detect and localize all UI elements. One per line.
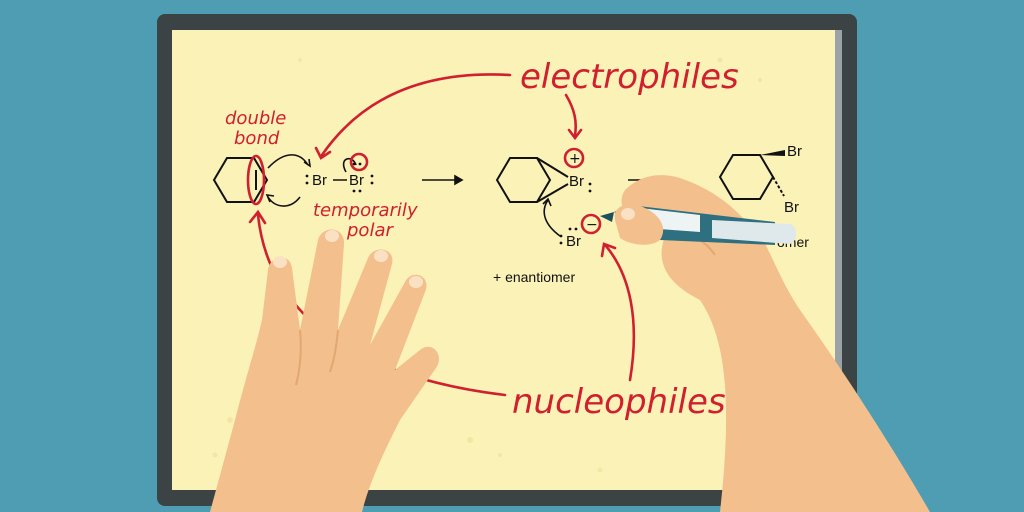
- br-bromonium-label: Br: [569, 173, 584, 190]
- temporarily-label-line2: polar: [346, 220, 394, 241]
- dibromine-molecule: Br Br: [305, 162, 374, 193]
- br-left-label: Br: [312, 172, 327, 189]
- nucleophile-arrow-right: [604, 244, 636, 382]
- electrophile-arrow-right: [564, 93, 578, 137]
- product-br-top: Br: [787, 143, 802, 160]
- plus-charge-circle: [563, 147, 585, 169]
- double-bond-label-line1: double: [225, 108, 286, 129]
- enantiomer-label-left: + enantiomer: [493, 269, 575, 285]
- fingernail: [621, 208, 635, 220]
- bromonium-ion-structure: [495, 157, 569, 203]
- br-nucleophile-label: Br: [566, 233, 581, 250]
- left-hand: [210, 229, 439, 512]
- nucleophile-lone-pairs: [559, 182, 592, 245]
- fingernail: [273, 256, 287, 268]
- lone-pair-circle: [349, 152, 369, 172]
- product-br-bottom: Br: [784, 199, 799, 216]
- plus-charge-symbol: +: [569, 151, 581, 167]
- minus-charge-circle: [580, 213, 602, 235]
- br-right-label: Br: [349, 172, 364, 189]
- electrophile-arrow-left: [320, 73, 512, 157]
- screen-right-bezel: [835, 30, 842, 490]
- fingernail: [374, 250, 388, 262]
- right-hand-with-pen: [600, 175, 930, 512]
- lone-pair-dots: [305, 162, 374, 193]
- double-bond-circle: [246, 154, 266, 206]
- fingernail: [325, 230, 339, 242]
- double-bond-label-line2: bond: [234, 128, 280, 149]
- reaction-arrow: [422, 174, 464, 186]
- fingernail: [409, 276, 423, 288]
- screen-texture: [212, 57, 762, 473]
- mechanism-arrow-nucleophile: [542, 197, 561, 237]
- mechanism-arrows-left: [265, 154, 357, 207]
- electrophiles-label: electrophiles: [520, 57, 739, 97]
- wedge-bond: [760, 150, 785, 156]
- temporarily-label-line1: temporarily: [313, 200, 418, 221]
- minus-charge-symbol: −: [586, 217, 598, 233]
- nucleophiles-label: nucleophiles: [512, 382, 726, 422]
